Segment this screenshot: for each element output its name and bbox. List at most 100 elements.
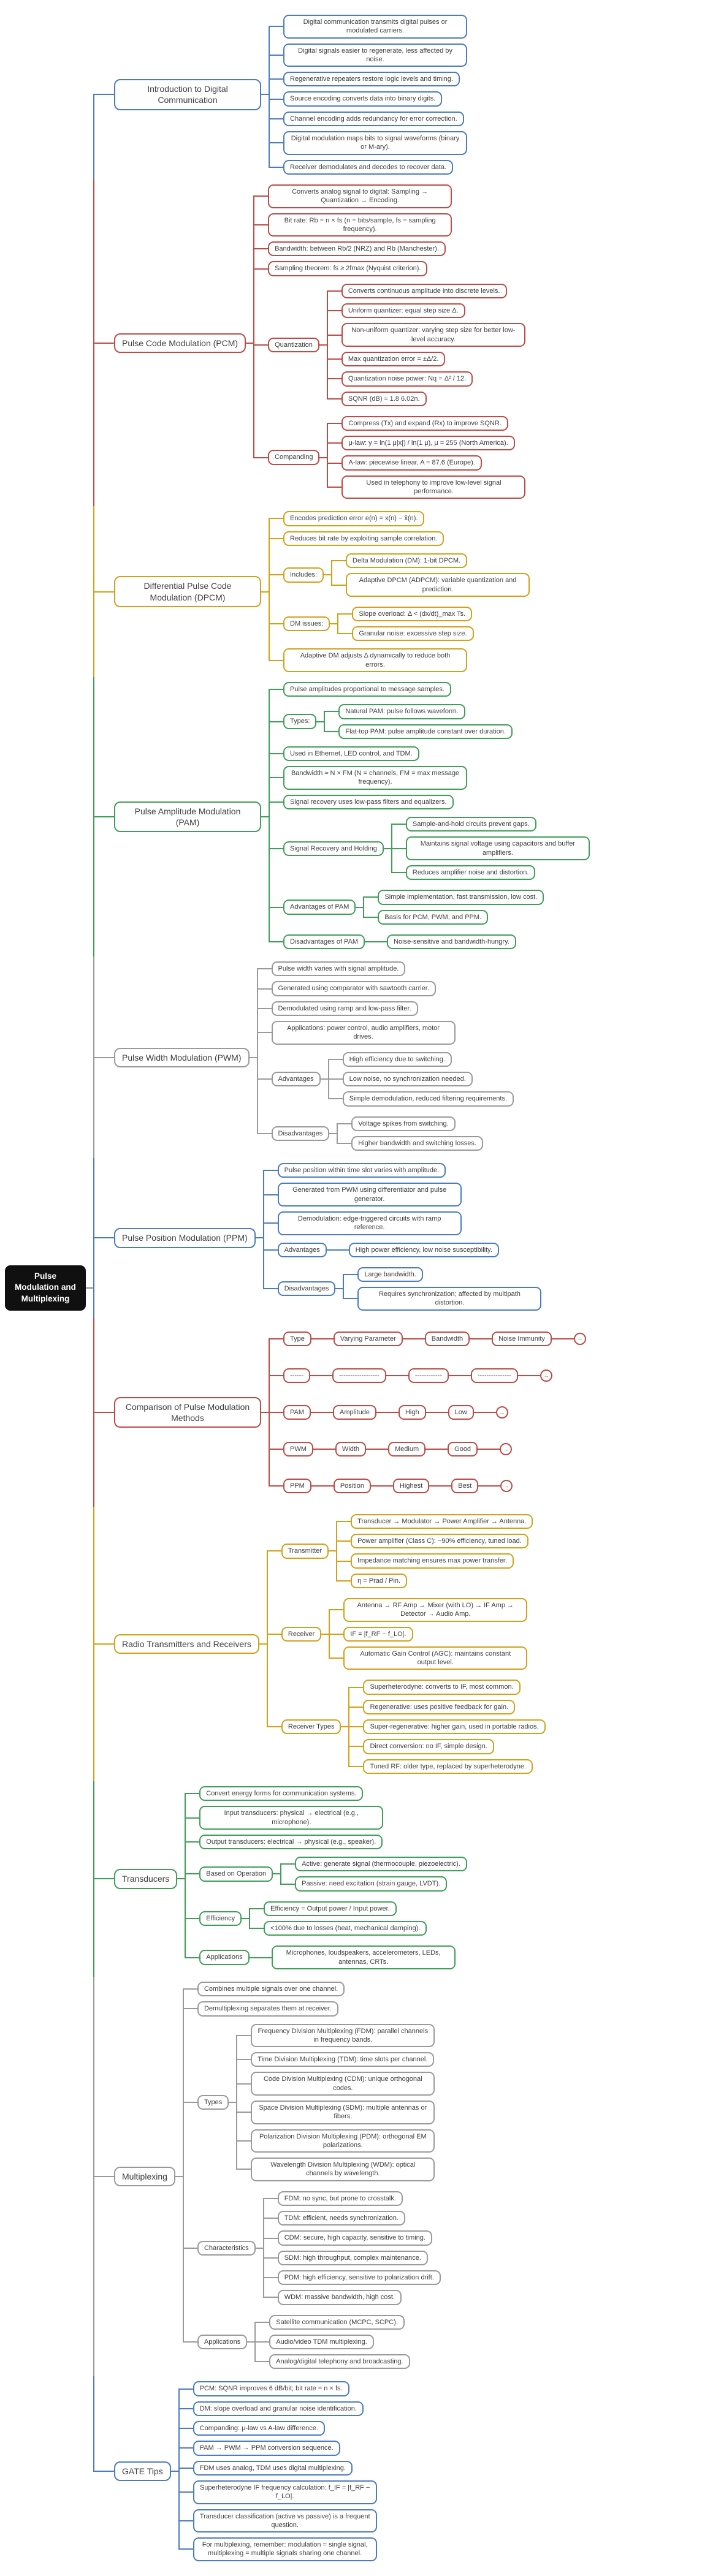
mindmap-node[interactable]: FDM: no sync, but prone to crosstalk. — [277, 2191, 403, 2207]
mindmap-node[interactable]: Maintains signal voltage using capacitor… — [405, 836, 590, 860]
mindmap-node[interactable]: Medium — [388, 1441, 426, 1457]
mindmap-node[interactable]: Adaptive DM adjusts Δ dynamically to red… — [283, 648, 467, 672]
mindmap-node[interactable]: SQNR (dB) ≈ 1.8 6.02n. — [341, 391, 427, 406]
mindmap-node[interactable]: Voltage spikes from switching. — [351, 1116, 456, 1131]
mindmap-node[interactable]: Simple demodulation, reduced filtering r… — [342, 1091, 514, 1107]
expand-icon[interactable]: → — [495, 1406, 508, 1419]
mindmap-node[interactable]: Reduces amplifier noise and distortion. — [405, 865, 536, 881]
mindmap-node[interactable]: --------------- — [470, 1368, 518, 1383]
mindmap-node[interactable]: Low — [448, 1404, 474, 1420]
branch-node[interactable]: Comparison of Pulse Modulation Methods — [114, 1396, 261, 1428]
mindmap-node[interactable]: Used in Ethernet, LED control, and TDM. — [283, 746, 419, 762]
mindmap-node[interactable]: Satellite communication (MCPC, SCPC). — [269, 2314, 405, 2330]
mindmap-node[interactable]: Flat-top PAM: pulse amplitude constant o… — [338, 724, 513, 739]
mindmap-node[interactable]: Polarization Division Multiplexing (PDM)… — [251, 2129, 435, 2153]
branch-node[interactable]: Pulse Amplitude Modulation (PAM) — [114, 801, 261, 833]
mindmap-node[interactable]: Frequency Division Multiplexing (FDM): p… — [251, 2023, 435, 2048]
mindmap-node[interactable]: SDM: high throughput, complex maintenanc… — [277, 2250, 428, 2265]
mindmap-node[interactable]: PPM — [283, 1478, 311, 1493]
mindmap-node[interactable]: Quantization — [268, 337, 319, 352]
mindmap-node[interactable]: Code Division Multiplexing (CDM): unique… — [251, 2072, 435, 2096]
mindmap-node[interactable]: Time Division Multiplexing (TDM): time s… — [251, 2052, 435, 2067]
mindmap-node[interactable]: Channel encoding adds redundancy for err… — [283, 111, 464, 127]
mindmap-node[interactable]: Tuned RF: older type, replaced by superh… — [363, 1759, 533, 1774]
mindmap-node[interactable]: <100% due to losses (heat, mechanical da… — [264, 1921, 427, 1936]
mindmap-node[interactable]: Natural PAM: pulse follows waveform. — [338, 704, 465, 719]
mindmap-node[interactable]: Type — [283, 1331, 311, 1346]
mindmap-node[interactable]: High — [398, 1404, 426, 1420]
mindmap-node[interactable]: Compress (Tx) and expand (Rx) to improve… — [341, 415, 508, 431]
mindmap-node[interactable]: Reduces bit rate by exploiting sample co… — [283, 531, 444, 546]
mindmap-node[interactable]: Impedance matching ensures max power tra… — [351, 1553, 514, 1569]
mindmap-node[interactable]: Bandwidth: between Rb/2 (NRZ) and Rb (Ma… — [268, 241, 446, 257]
mindmap-node[interactable]: IF = |f_RF − f_LO|. — [343, 1626, 413, 1642]
mindmap-node[interactable]: Demodulation: edge-triggered circuits wi… — [277, 1211, 462, 1235]
mindmap-node[interactable]: Best — [451, 1478, 479, 1493]
mindmap-node[interactable]: FDM uses analog, TDM uses digital multip… — [193, 2460, 353, 2476]
branch-node[interactable]: Introduction to Digital Communication — [114, 79, 261, 110]
mindmap-node[interactable]: Signal recovery uses low-pass filters an… — [283, 794, 454, 810]
branch-node[interactable]: Radio Transmitters and Receivers — [114, 1634, 259, 1654]
branch-node[interactable]: Pulse Code Modulation (PCM) — [114, 333, 246, 353]
mindmap-node[interactable]: Good — [448, 1441, 478, 1457]
mindmap-node[interactable]: For multiplexing, remember: modulation =… — [193, 2537, 377, 2561]
mindmap-node[interactable]: Bandwidth — [424, 1331, 470, 1346]
mindmap-node[interactable]: Advantages — [271, 1071, 321, 1087]
mindmap-node[interactable]: DM issues: — [283, 616, 330, 632]
mindmap-node[interactable]: PAM — [283, 1404, 311, 1420]
mindmap-node[interactable]: Used in telephony to improve low-level s… — [341, 475, 526, 499]
mindmap-node[interactable]: Includes: — [283, 567, 324, 583]
mindmap-node[interactable]: Sampling theorem: fs ≥ 2fmax (Nyquist cr… — [268, 261, 428, 276]
branch-node[interactable]: Multiplexing — [114, 2167, 175, 2187]
mindmap-node[interactable]: Noise Immunity — [492, 1331, 552, 1346]
mindmap-node[interactable]: PWM — [283, 1441, 313, 1457]
mindmap-node[interactable]: Sample-and-hold circuits prevent gaps. — [405, 817, 536, 832]
mindmap-node[interactable]: Applications — [199, 1950, 250, 1965]
mindmap-node[interactable]: Audio/video TDM multiplexing. — [269, 2334, 374, 2350]
mindmap-node[interactable]: Space Division Multiplexing (SDM): multi… — [251, 2100, 435, 2124]
mindmap-node[interactable]: Passive: need excitation (strain gauge, … — [295, 1876, 448, 1892]
mindmap-node[interactable]: Adaptive DPCM (ADPCM): variable quantiza… — [346, 573, 530, 597]
mindmap-node[interactable]: Noise-sensitive and bandwidth-hungry. — [387, 934, 516, 950]
mindmap-node[interactable]: Amplitude — [333, 1404, 376, 1420]
mindmap-node[interactable]: Digital signals easier to regenerate, le… — [283, 43, 467, 67]
mindmap-node[interactable]: Transducer → Modulator → Power Amplifier… — [351, 1513, 533, 1529]
mindmap-node[interactable]: Max quantization error = ±Δ/2. — [341, 351, 446, 367]
mindmap-node[interactable]: Regenerative repeaters restore logic lev… — [283, 72, 460, 87]
mindmap-node[interactable]: Generated from PWM using differentiator … — [277, 1183, 462, 1207]
expand-icon[interactable]: → — [540, 1369, 552, 1382]
mindmap-node[interactable]: DM: slope overload and granular noise id… — [193, 2401, 364, 2417]
mindmap-node[interactable]: Generated using comparator with sawtooth… — [271, 981, 436, 996]
expand-icon[interactable]: → — [573, 1332, 586, 1345]
branch-node[interactable]: GATE Tips — [114, 2461, 171, 2482]
mindmap-node[interactable]: Efficiency — [199, 1911, 242, 1926]
mindmap-node[interactable]: Combines multiple signals over one chann… — [197, 1981, 345, 1997]
mindmap-node[interactable]: Superheterodyne IF frequency calculation… — [193, 2480, 377, 2504]
mindmap-node[interactable]: Signal Recovery and Holding — [283, 841, 384, 856]
mindmap-node[interactable]: CDM: secure, high capacity, sensitive to… — [277, 2230, 432, 2246]
mindmap-node[interactable]: Position — [333, 1478, 371, 1493]
mindmap-node[interactable]: Slope overload: Δ < (dx/dt)_max Ts. — [352, 606, 473, 622]
mindmap-node[interactable]: Varying Parameter — [333, 1331, 403, 1346]
mindmap-node[interactable]: Higher bandwidth and switching losses. — [351, 1135, 483, 1151]
mindmap-node[interactable]: ------ — [283, 1368, 310, 1383]
mindmap-node[interactable]: PDM: high efficiency, sensitive to polar… — [277, 2270, 441, 2286]
mindmap-node[interactable]: μ-law: y = ln(1 μ|x|) / ln(1 μ), μ = 255… — [341, 436, 515, 451]
branch-node[interactable]: Pulse Width Modulation (PWM) — [114, 1047, 250, 1067]
branch-node[interactable]: Differential Pulse Code Modulation (DPCM… — [114, 576, 261, 607]
mindmap-node[interactable]: Applications: power control, audio ampli… — [271, 1021, 456, 1045]
mindmap-node[interactable]: Power amplifier (Class C): ~90% efficien… — [351, 1534, 528, 1549]
mindmap-node[interactable]: Receiver demodulates and decodes to reco… — [283, 159, 453, 175]
mindmap-node[interactable]: Bandwidth ≈ N × FM (N = channels, FM = m… — [283, 766, 467, 790]
mindmap-node[interactable]: Quantization noise power: Nq = Δ² / 12. — [341, 371, 473, 387]
mindmap-node[interactable]: Uniform quantizer: equal step size Δ. — [341, 303, 465, 319]
mindmap-node[interactable]: Simple implementation, fast transmission… — [378, 890, 544, 905]
mindmap-node[interactable]: Converts continuous amplitude into discr… — [341, 283, 507, 299]
mindmap-node[interactable]: ------------------ — [332, 1368, 386, 1383]
mindmap-node[interactable]: Width — [335, 1441, 367, 1457]
mindmap-node[interactable]: WDM: massive bandwidth, high cost. — [277, 2290, 402, 2305]
mindmap-node[interactable]: Basis for PCM, PWM, and PPM. — [378, 909, 489, 925]
mindmap-node[interactable]: Superheterodyne: converts to IF, most co… — [363, 1680, 521, 1695]
mindmap-node[interactable]: ------------ — [408, 1368, 449, 1383]
mindmap-node[interactable]: Active: generate signal (thermocouple, p… — [295, 1857, 467, 1872]
